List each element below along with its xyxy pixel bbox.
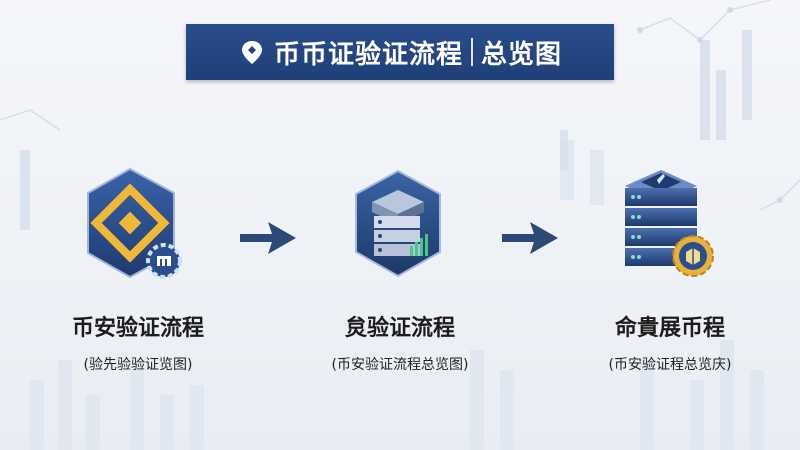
step-3-subtitle: (币安验证程总览庆): [608, 357, 732, 373]
title-text-main: 币币证验证流程: [273, 39, 463, 70]
binance-hex-gear-icon: [87, 167, 182, 279]
server-gear-icon: [625, 170, 714, 277]
title-divider: [471, 38, 473, 66]
step-3: 命貴展币程 (币安验证程总览庆): [575, 310, 765, 374]
server-stack-icon: [355, 169, 441, 278]
title-banner: 币币证验证流程 总览图: [186, 24, 614, 80]
arrow-right-icon-2: [502, 222, 558, 254]
step-1: 币安验证流程 (验先验验证览图): [43, 310, 233, 374]
step-3-title: 命貴展币程: [614, 316, 725, 341]
step-1-subtitle: (验先验验证览图): [83, 357, 193, 373]
step-2-subtitle: (币安验证流程总览图): [331, 357, 469, 373]
location-pin-icon: [241, 41, 262, 64]
step-2-title: 炱验证流程: [344, 316, 455, 341]
step-2: 炱验证流程 (币安验证流程总览图): [300, 310, 500, 374]
arrow-right-icon: [240, 222, 296, 254]
step-1-title: 币安验证流程: [71, 316, 204, 341]
title-text-secondary: 总览图: [481, 39, 563, 70]
